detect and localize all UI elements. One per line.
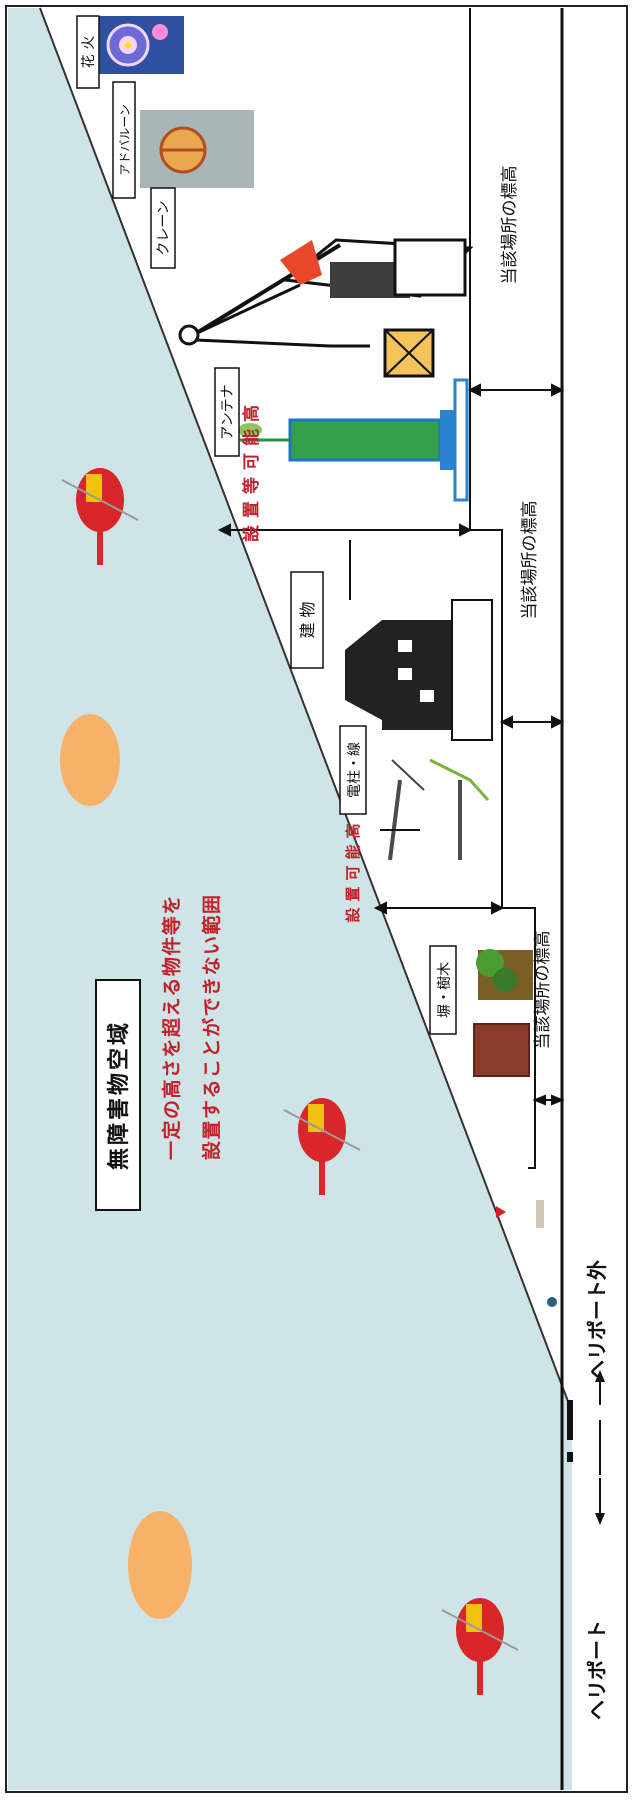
fireworks-label: 花 火	[81, 36, 97, 68]
outside-heliport-label: ヘリポート外	[585, 1260, 609, 1380]
label-box-pole: 電柱・線	[339, 725, 367, 815]
crane-icon	[178, 238, 474, 378]
elevation-steps	[470, 529, 536, 1169]
helicopter-icon	[441, 1598, 519, 1695]
elevation-arrows	[217, 383, 565, 1106]
helicopter-icon	[61, 468, 139, 565]
pole-label: 電柱・線	[347, 742, 363, 798]
fireworks-icon	[96, 16, 184, 74]
helicopter-icon	[283, 1098, 361, 1195]
description-line-1: 一定の高さを超える物件等を	[160, 894, 183, 1160]
allowable-height-text: 設置等可能高	[241, 398, 262, 542]
allowable-height-text-short: 設置可能高	[344, 817, 362, 922]
description-line-2: 設置することができない範囲	[200, 893, 223, 1160]
heliport-label: ヘリポート	[585, 1620, 609, 1720]
label-box-adballoon: アドバルーン	[112, 81, 136, 199]
cloud-icon	[128, 1511, 192, 1619]
arrow-outside-icon	[595, 1370, 605, 1382]
title-box: 無障害物空域	[95, 979, 141, 1211]
obstacle-free-airspace	[8, 8, 572, 1790]
label-box-crane: クレーン	[150, 187, 176, 269]
building-label: 建 物	[298, 601, 317, 638]
site-elevation-label: 当該場所の標高	[500, 166, 520, 285]
site-elevation-label: 当該場所の標高	[533, 931, 553, 1050]
crane-label: クレーン	[156, 200, 172, 255]
antenna-label: アンテナ	[220, 384, 236, 439]
label-box-building: 建 物	[290, 571, 324, 669]
cloud-icon	[60, 714, 120, 806]
wall-tree-icon	[473, 949, 533, 1077]
label-box-antenna: アンテナ	[214, 367, 240, 457]
pole-icon	[380, 758, 490, 861]
label-box-wall: 塀・樹木	[429, 945, 457, 1035]
building-icon	[345, 540, 493, 741]
arrow-heliport-icon	[595, 1513, 605, 1525]
adballoon-icon	[140, 110, 254, 188]
adballoon-label: アドバルーン	[118, 104, 132, 175]
wall-label: 塀・樹木	[437, 962, 453, 1018]
antenna-icon	[238, 378, 469, 502]
label-box-fireworks: 花 火	[76, 15, 100, 89]
page-title: 無障害物空域	[106, 1020, 132, 1170]
small-figure-icon	[496, 1200, 557, 1307]
site-elevation-label: 当該場所の標高	[520, 501, 540, 620]
approach-surface-line	[39, 7, 573, 1413]
